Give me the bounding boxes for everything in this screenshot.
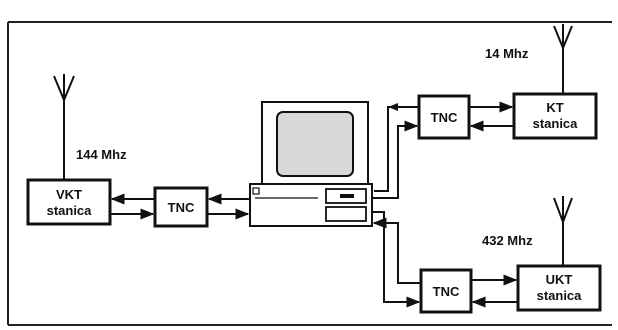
kt-station-label-line2: stanica xyxy=(533,116,579,131)
monitor-screen xyxy=(276,111,354,177)
frame-border xyxy=(7,21,612,326)
antenna-kt xyxy=(553,24,573,94)
tnc-top-right-label: TNC xyxy=(431,110,458,125)
computer xyxy=(249,101,373,227)
power-button xyxy=(252,187,260,195)
vkt-station-label-line2: stanica xyxy=(47,203,93,218)
tnc-top-right-box xyxy=(417,94,471,140)
tnc-left-box xyxy=(153,186,209,228)
link-computer-to-tnc-top xyxy=(372,120,419,199)
kt-station-label-line1: KT xyxy=(546,100,563,115)
tnc-left-label: TNC xyxy=(168,200,195,215)
kt-frequency-label: 14 Mhz xyxy=(485,46,529,61)
ukt-station-label-line1: UKT xyxy=(546,272,573,287)
link-computer-to-tnc-bottom xyxy=(372,211,421,308)
link-tnc-to-computer-bottom xyxy=(372,217,421,284)
antenna-vkt xyxy=(53,74,75,180)
ukt-station-box xyxy=(516,264,602,312)
ukt-frequency-label: 432 Mhz xyxy=(482,233,533,248)
drive-bay-bottom xyxy=(325,206,367,222)
ukt-station-label-line2: stanica xyxy=(537,288,583,303)
vkt-frequency-label: 144 Mhz xyxy=(76,147,127,162)
antenna-ukt xyxy=(553,196,573,266)
kt-station-box xyxy=(512,92,598,140)
vkt-station-label-line1: VKT xyxy=(56,187,82,202)
link-tnc-to-computer-top xyxy=(374,106,419,192)
tnc-bottom-right-label: TNC xyxy=(433,284,460,299)
vkt-station-box xyxy=(26,178,112,226)
tnc-bottom-right-box xyxy=(419,268,473,314)
